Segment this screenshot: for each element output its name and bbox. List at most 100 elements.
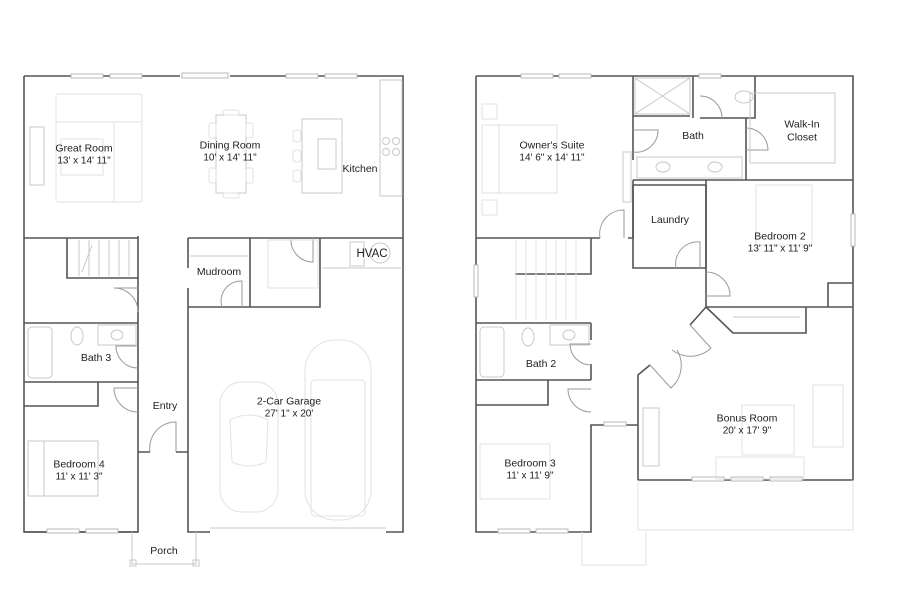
sink-icon bbox=[707, 161, 723, 173]
bath-wall bbox=[633, 76, 853, 181]
room-label-laundry: Laundry bbox=[651, 213, 689, 226]
dresser bbox=[622, 151, 632, 203]
stair-wall bbox=[66, 238, 138, 279]
room-label-bedroom-4: Bedroom 4 11' x 11' 3" bbox=[53, 458, 105, 483]
room-label-walk-in-closet: Walk-In Closet bbox=[784, 118, 820, 144]
porch-outline bbox=[581, 480, 854, 566]
room-label-kitchen: Kitchen bbox=[342, 162, 378, 175]
shower-icon bbox=[634, 77, 691, 115]
sink-icon bbox=[562, 329, 576, 341]
window bbox=[520, 73, 554, 79]
second-floor-plan bbox=[473, 73, 856, 566]
window bbox=[535, 528, 569, 534]
window bbox=[285, 73, 319, 79]
door-swing bbox=[220, 280, 243, 308]
stair-wall bbox=[515, 238, 592, 275]
room-label-garage: 2-Car Garage 27' 1" x 20' bbox=[256, 395, 322, 420]
mudroom-wall bbox=[187, 238, 321, 308]
bed-icon bbox=[755, 184, 813, 246]
bedroom2-wall bbox=[705, 180, 853, 308]
door-swing bbox=[675, 241, 701, 269]
door-swing bbox=[632, 129, 659, 153]
toilet-icon bbox=[521, 327, 535, 347]
sink-icon bbox=[110, 329, 124, 341]
door-swing bbox=[113, 287, 139, 313]
sofa-icon bbox=[715, 456, 805, 480]
laundry-wall bbox=[632, 184, 707, 269]
wall bbox=[476, 380, 549, 406]
vanity bbox=[549, 324, 590, 346]
tv-console bbox=[29, 126, 45, 186]
stairs bbox=[515, 240, 577, 320]
closet-shelving bbox=[749, 92, 836, 164]
vanity bbox=[97, 324, 137, 346]
room-label-bedroom-3: Bedroom 3 11' x 11' 9" bbox=[504, 457, 556, 482]
porch-outline bbox=[131, 532, 197, 565]
window bbox=[558, 73, 592, 79]
window bbox=[70, 73, 104, 79]
door-swing bbox=[745, 127, 769, 151]
cooktop-icon bbox=[382, 137, 400, 156]
tv-console bbox=[642, 407, 660, 467]
room-label-bonus-room: Bonus Room 20' x 17' 9" bbox=[716, 412, 778, 437]
door-swing bbox=[290, 237, 314, 263]
sink-icon bbox=[317, 138, 337, 170]
door-swing bbox=[599, 209, 625, 239]
room-label-entry: Entry bbox=[152, 399, 178, 412]
window bbox=[46, 528, 80, 534]
room-label-porch: Porch bbox=[150, 544, 178, 557]
dining-chair bbox=[208, 109, 254, 199]
coffee-table bbox=[60, 138, 104, 176]
window bbox=[850, 213, 856, 247]
rug bbox=[741, 404, 795, 456]
room-label-great-room: Great Room 13' x 14' 11" bbox=[55, 142, 113, 167]
front-door-swing bbox=[149, 421, 177, 453]
closet-wall bbox=[705, 306, 807, 334]
window bbox=[324, 73, 358, 79]
bed-icon bbox=[481, 124, 558, 194]
wall bbox=[24, 382, 99, 407]
bathtub-icon bbox=[479, 326, 505, 378]
bed-icon bbox=[27, 440, 99, 497]
first-floor-plan bbox=[23, 72, 404, 567]
door-swing bbox=[115, 345, 139, 369]
sofa-icon bbox=[55, 93, 143, 203]
door-swing bbox=[699, 95, 723, 119]
wall bbox=[689, 306, 707, 326]
door-swing bbox=[649, 349, 682, 389]
car-icon bbox=[219, 381, 279, 513]
toilet-icon bbox=[70, 326, 84, 346]
bath2-wall bbox=[476, 322, 592, 381]
kitchen-island bbox=[301, 118, 343, 194]
room-label-bedroom-2: Bedroom 2 13' 11" x 11' 9" bbox=[747, 230, 813, 255]
stairs bbox=[78, 240, 130, 276]
room-label-bath: Bath bbox=[682, 129, 704, 142]
water-heater bbox=[349, 241, 365, 267]
room-label-mudroom: Mudroom bbox=[196, 265, 242, 278]
room-label-owners-suite: Owner's Suite 14' 6" x 14' 11" bbox=[519, 139, 585, 164]
toilet-icon bbox=[734, 90, 754, 104]
room-label-bath-3: Bath 3 bbox=[80, 351, 112, 364]
window bbox=[603, 421, 627, 427]
room-label-dining-room: Dining Room 10' x 14' 11" bbox=[199, 139, 261, 164]
door-swing bbox=[671, 324, 712, 357]
hvac-unit bbox=[369, 242, 391, 264]
door-swing bbox=[705, 271, 731, 297]
window bbox=[109, 73, 143, 79]
bed-icon bbox=[479, 443, 551, 500]
kitchen-counter bbox=[379, 79, 403, 197]
room-label-bath-2: Bath 2 bbox=[525, 357, 557, 370]
room-label-hvac: HVAC bbox=[356, 247, 388, 260]
window bbox=[85, 528, 119, 534]
sliding-door bbox=[181, 72, 229, 79]
van-icon bbox=[304, 339, 372, 521]
window bbox=[497, 528, 531, 534]
door-swing bbox=[569, 343, 592, 366]
window bbox=[698, 73, 722, 79]
door-swing bbox=[113, 387, 139, 413]
bar-stool bbox=[292, 129, 302, 183]
door-swing bbox=[567, 388, 592, 413]
bathtub-icon bbox=[27, 326, 53, 379]
sink-icon bbox=[655, 161, 671, 173]
